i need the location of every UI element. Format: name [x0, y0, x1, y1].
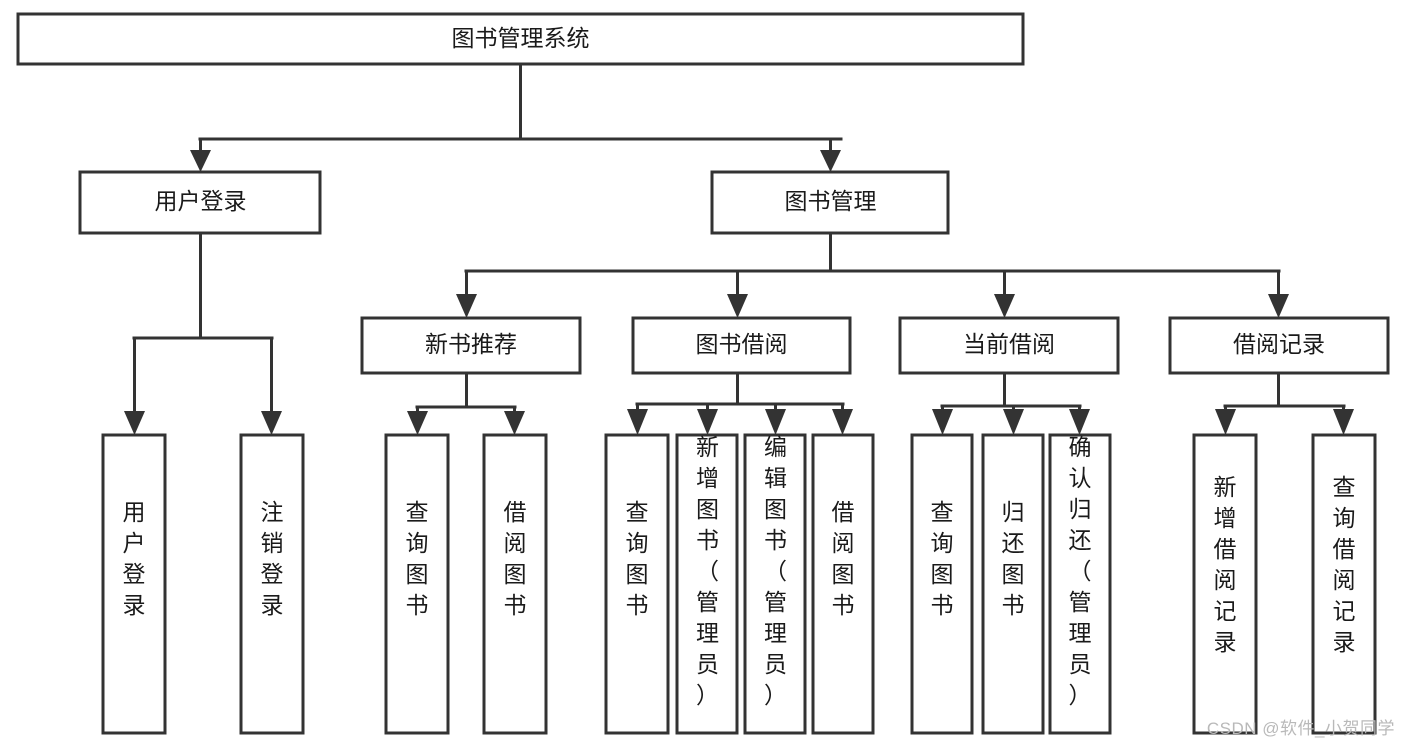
connector-newbook-to-leaves [407, 371, 525, 435]
leaf-node[interactable]: 借阅图书 [482, 433, 548, 735]
node-book-management-box[interactable] [710, 170, 950, 235]
leaf-label-user-login: 用户登录 [123, 499, 146, 618]
leaf-node[interactable]: 查询图书 [604, 433, 670, 735]
leaf-box-query-book-2[interactable] [604, 433, 670, 735]
node-book-management-label: 图书管理 [785, 188, 877, 214]
leaf-label-return-book: 归还图书 [1002, 499, 1025, 618]
node-root[interactable]: 图书管理系统 [16, 12, 1025, 66]
leaf-node[interactable]: 借阅图书 [811, 433, 875, 735]
node-user-login-label: 用户登录 [155, 188, 247, 214]
leaf-box-borrow-book-1[interactable] [482, 433, 548, 735]
leaf-box-confirm-return-admin[interactable] [1048, 433, 1112, 735]
leaf-label-logout: 注销登录 [261, 499, 284, 618]
leaf-label-query-book-3: 查询图书 [931, 499, 954, 618]
leaf-node[interactable]: 查询图书 [910, 433, 974, 735]
leaf-label-borrow-book-2: 借阅图书 [832, 499, 855, 618]
connector-user-login-to-leaves [124, 231, 282, 435]
node-root-box[interactable] [16, 12, 1025, 66]
leaf-node[interactable]: 新增图书（管理员） [675, 433, 739, 735]
node-user-login-box[interactable] [78, 170, 322, 235]
node-book-borrow-label: 图书借阅 [696, 331, 788, 357]
node-borrow-records-label: 借阅记录 [1233, 331, 1325, 357]
leaf-box-query-borrow-record[interactable] [1311, 433, 1377, 735]
leaf-node[interactable]: 注销登录 [239, 433, 305, 735]
leaf-box-query-book-1[interactable] [384, 433, 450, 735]
leaf-node[interactable]: 确认归还（管理员） [1048, 433, 1112, 735]
leaf-label-borrow-book-1: 借阅图书 [504, 499, 527, 618]
node-new-book-recommend-box[interactable] [360, 316, 582, 375]
leaf-box-borrow-book-2[interactable] [811, 433, 875, 735]
leaf-box-add-book-admin[interactable] [675, 433, 739, 735]
leaf-node[interactable]: 用户登录 [101, 433, 167, 735]
node-current-borrow[interactable]: 当前借阅 [898, 316, 1120, 375]
leaf-box-edit-book-admin[interactable] [743, 433, 807, 735]
leaf-node[interactable]: 查询图书 [384, 433, 450, 735]
node-new-book-recommend-label: 新书推荐 [425, 331, 517, 357]
node-current-borrow-box[interactable] [898, 316, 1120, 375]
node-book-management[interactable]: 图书管理 [710, 170, 950, 235]
leaf-box-add-borrow-record[interactable] [1192, 433, 1258, 735]
leaf-label-query-book-1: 查询图书 [406, 499, 429, 618]
node-borrow-records-box[interactable] [1168, 316, 1390, 375]
node-current-borrow-label: 当前借阅 [963, 331, 1055, 357]
connector-root-to-level2 [190, 62, 843, 172]
leaf-box-logout[interactable] [239, 433, 305, 735]
leaf-label-add-borrow-record: 新增借阅记录 [1214, 474, 1237, 655]
node-user-login[interactable]: 用户登录 [78, 170, 322, 235]
connector-current-borrow-to-leaves [932, 371, 1090, 435]
leaf-label-edit-book-admin: 编辑图书（管理员） [764, 434, 787, 708]
node-new-book-recommend[interactable]: 新书推荐 [360, 316, 582, 375]
leaf-node[interactable]: 编辑图书（管理员） [743, 433, 807, 735]
leaf-box-return-book[interactable] [981, 433, 1045, 735]
leaf-label-query-book-2: 查询图书 [626, 499, 649, 618]
leaf-node[interactable]: 查询借阅记录 [1311, 433, 1377, 735]
leaf-node[interactable]: 归还图书 [981, 433, 1045, 735]
connector-book-mgmt-to-level3 [456, 231, 1289, 318]
node-book-borrow-box[interactable] [631, 316, 852, 375]
connector-records-to-leaves [1215, 371, 1354, 435]
leaf-node[interactable]: 新增借阅记录 [1192, 433, 1258, 735]
leaf-label-confirm-return-admin: 确认归还（管理员） [1069, 434, 1092, 708]
leaf-label-add-book-admin: 新增图书（管理员） [696, 434, 719, 708]
leaf-box-user-login[interactable] [101, 433, 167, 735]
leaf-box-query-book-3[interactable] [910, 433, 974, 735]
connector-borrow-to-leaves [627, 371, 853, 435]
leaf-nodes-layer: 用户登录 注销登录 查询图书 借阅图书 查询图书 新增图书（管理员） [101, 433, 1377, 735]
leaf-label-query-borrow-record: 查询借阅记录 [1333, 474, 1356, 655]
node-root-label: 图书管理系统 [452, 25, 590, 51]
node-book-borrow[interactable]: 图书借阅 [631, 316, 852, 375]
node-borrow-records[interactable]: 借阅记录 [1168, 316, 1390, 375]
